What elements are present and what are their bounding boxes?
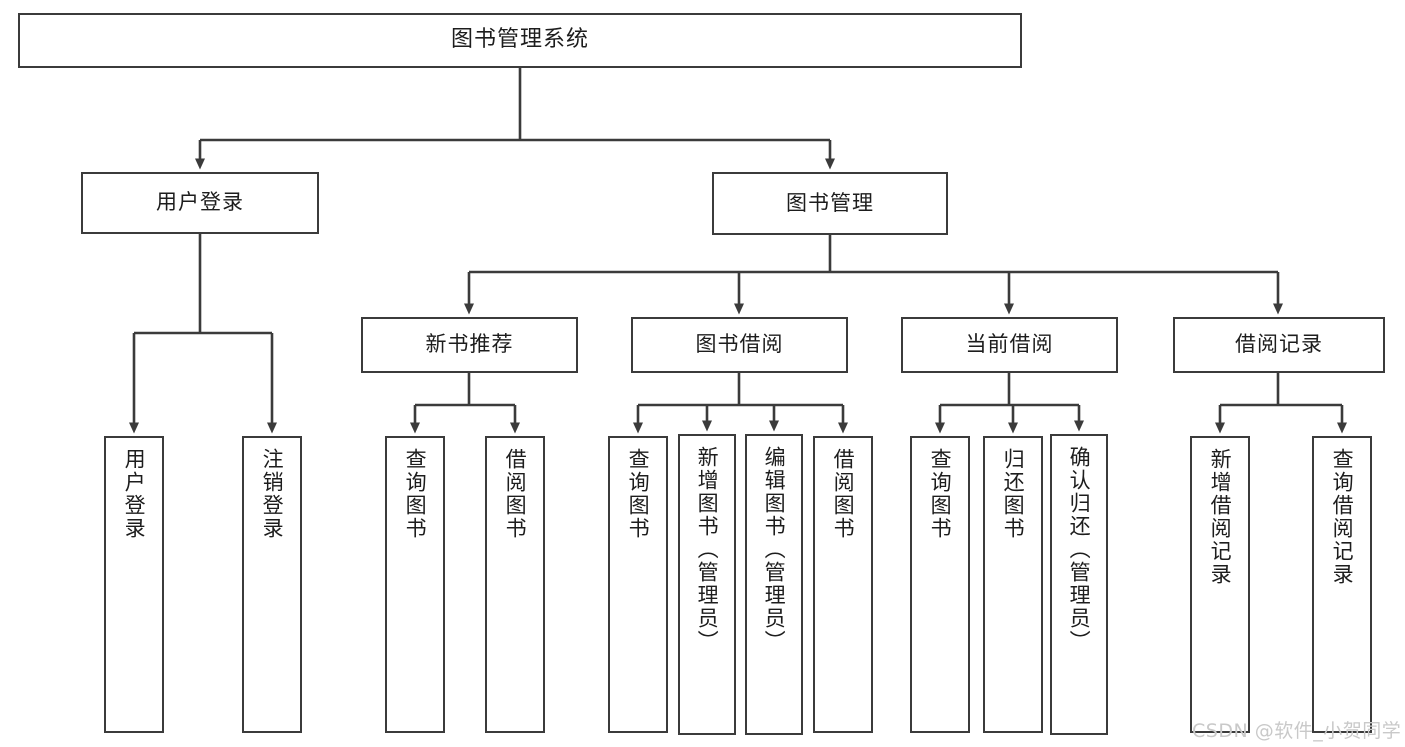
- node-leaf-0[interactable]: 用户登录: [104, 436, 164, 733]
- node-leaf-8[interactable]: 查询图书: [910, 436, 970, 733]
- leaf-label: 确认归还（管理员）: [1067, 446, 1092, 653]
- node-leaf-4[interactable]: 查询图书: [608, 436, 668, 733]
- node-leaf-2[interactable]: 查询图书: [385, 436, 445, 733]
- leaf-label: 借阅图书: [503, 448, 528, 540]
- leaf-label: 查询图书: [403, 448, 428, 540]
- leaf-label: 用户登录: [122, 448, 147, 540]
- leaf-label: 查询图书: [928, 448, 953, 540]
- node-leaf-10[interactable]: 确认归还（管理员）: [1050, 434, 1108, 735]
- watermark: CSDN @软件_小贺同学: [1192, 720, 1402, 742]
- node-level3-3[interactable]: 借阅记录: [1173, 317, 1385, 373]
- leaf-label: 查询图书: [626, 448, 651, 540]
- node-leaf-6[interactable]: 编辑图书（管理员）: [745, 434, 803, 735]
- node-level3-2[interactable]: 当前借阅: [901, 317, 1118, 373]
- leaf-label: 注销登录: [260, 448, 285, 540]
- leaf-label: 归还图书: [1001, 448, 1026, 540]
- leaf-label: 查询借阅记录: [1330, 448, 1355, 586]
- leaf-label: 借阅图书: [831, 448, 856, 540]
- node-leaf-7[interactable]: 借阅图书: [813, 436, 873, 733]
- node-level2-0[interactable]: 用户登录: [81, 172, 319, 234]
- leaf-label: 新增借阅记录: [1208, 448, 1233, 586]
- node-level2-1[interactable]: 图书管理: [712, 172, 948, 235]
- node-root[interactable]: 图书管理系统: [18, 13, 1022, 68]
- leaf-label: 编辑图书（管理员）: [762, 446, 787, 653]
- node-level3-0[interactable]: 新书推荐: [361, 317, 578, 373]
- node-leaf-11[interactable]: 新增借阅记录: [1190, 436, 1250, 733]
- leaf-label: 新增图书（管理员）: [695, 446, 720, 653]
- node-leaf-3[interactable]: 借阅图书: [485, 436, 545, 733]
- node-leaf-1[interactable]: 注销登录: [242, 436, 302, 733]
- node-leaf-12[interactable]: 查询借阅记录: [1312, 436, 1372, 733]
- node-leaf-5[interactable]: 新增图书（管理员）: [678, 434, 736, 735]
- node-level3-1[interactable]: 图书借阅: [631, 317, 848, 373]
- node-leaf-9[interactable]: 归还图书: [983, 436, 1043, 733]
